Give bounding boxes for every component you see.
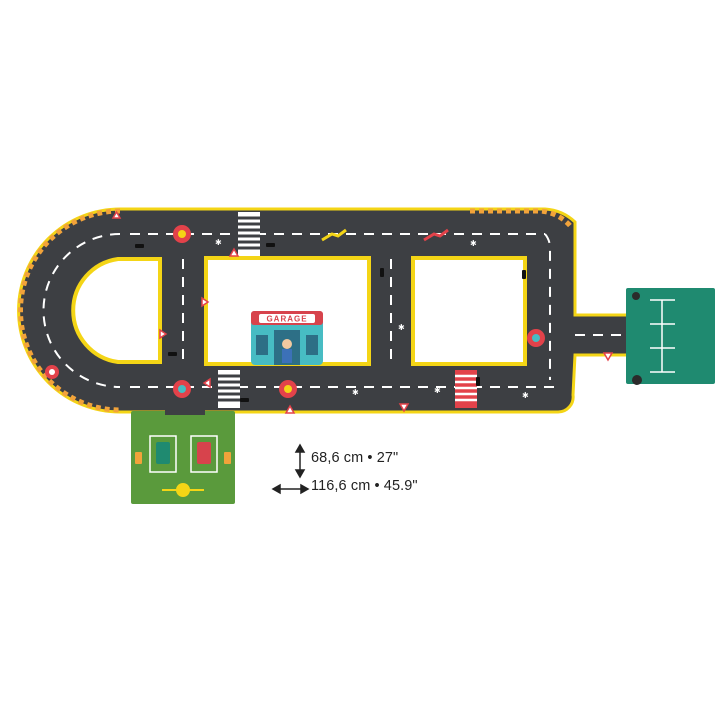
svg-text:✱: ✱ [470,239,477,248]
svg-text:✱: ✱ [522,391,529,400]
width-arrow-icon [271,483,310,495]
svg-text:✱: ✱ [215,238,222,247]
road-track: ✱ ✱ ✱ ✱ ✱ ✱ [17,207,630,414]
garage-building: GARAGE [251,311,323,365]
lane-markings [42,233,628,388]
crosswalk-bottom-left [218,370,240,408]
svg-text:✱: ✱ [352,388,359,397]
height-label: 68,6 cm • 27" [311,450,399,466]
height-arrow-icon [294,443,306,479]
crosswalk-red [455,370,477,408]
crosswalk-top [238,212,260,256]
right-curve-curb [470,208,574,230]
right-hole [411,256,527,366]
parking-pad [626,288,715,385]
height-dimension: 68,6 cm • 27" [292,450,398,466]
roundabout-sign-icon [45,225,545,398]
charging-station-icon [135,435,231,473]
svg-text:✱: ✱ [398,323,405,332]
decorative-stars: ✱ ✱ ✱ ✱ ✱ ✱ [215,238,529,400]
charging-station-pad [131,405,235,504]
outer-curve-curb [18,208,121,413]
width-dimension: 116,6 cm • 45.9" [276,478,418,494]
warning-sign-icon [111,210,614,414]
svg-text:✱: ✱ [434,386,441,395]
width-label: 116,6 cm • 45.9" [311,478,418,494]
inner-loop-hole [71,257,162,364]
turn-arrow-icon [423,228,449,242]
turn-arrow-icon [321,228,347,242]
garage-sign: GARAGE [266,315,307,324]
traffic-light-icon [135,243,526,402]
